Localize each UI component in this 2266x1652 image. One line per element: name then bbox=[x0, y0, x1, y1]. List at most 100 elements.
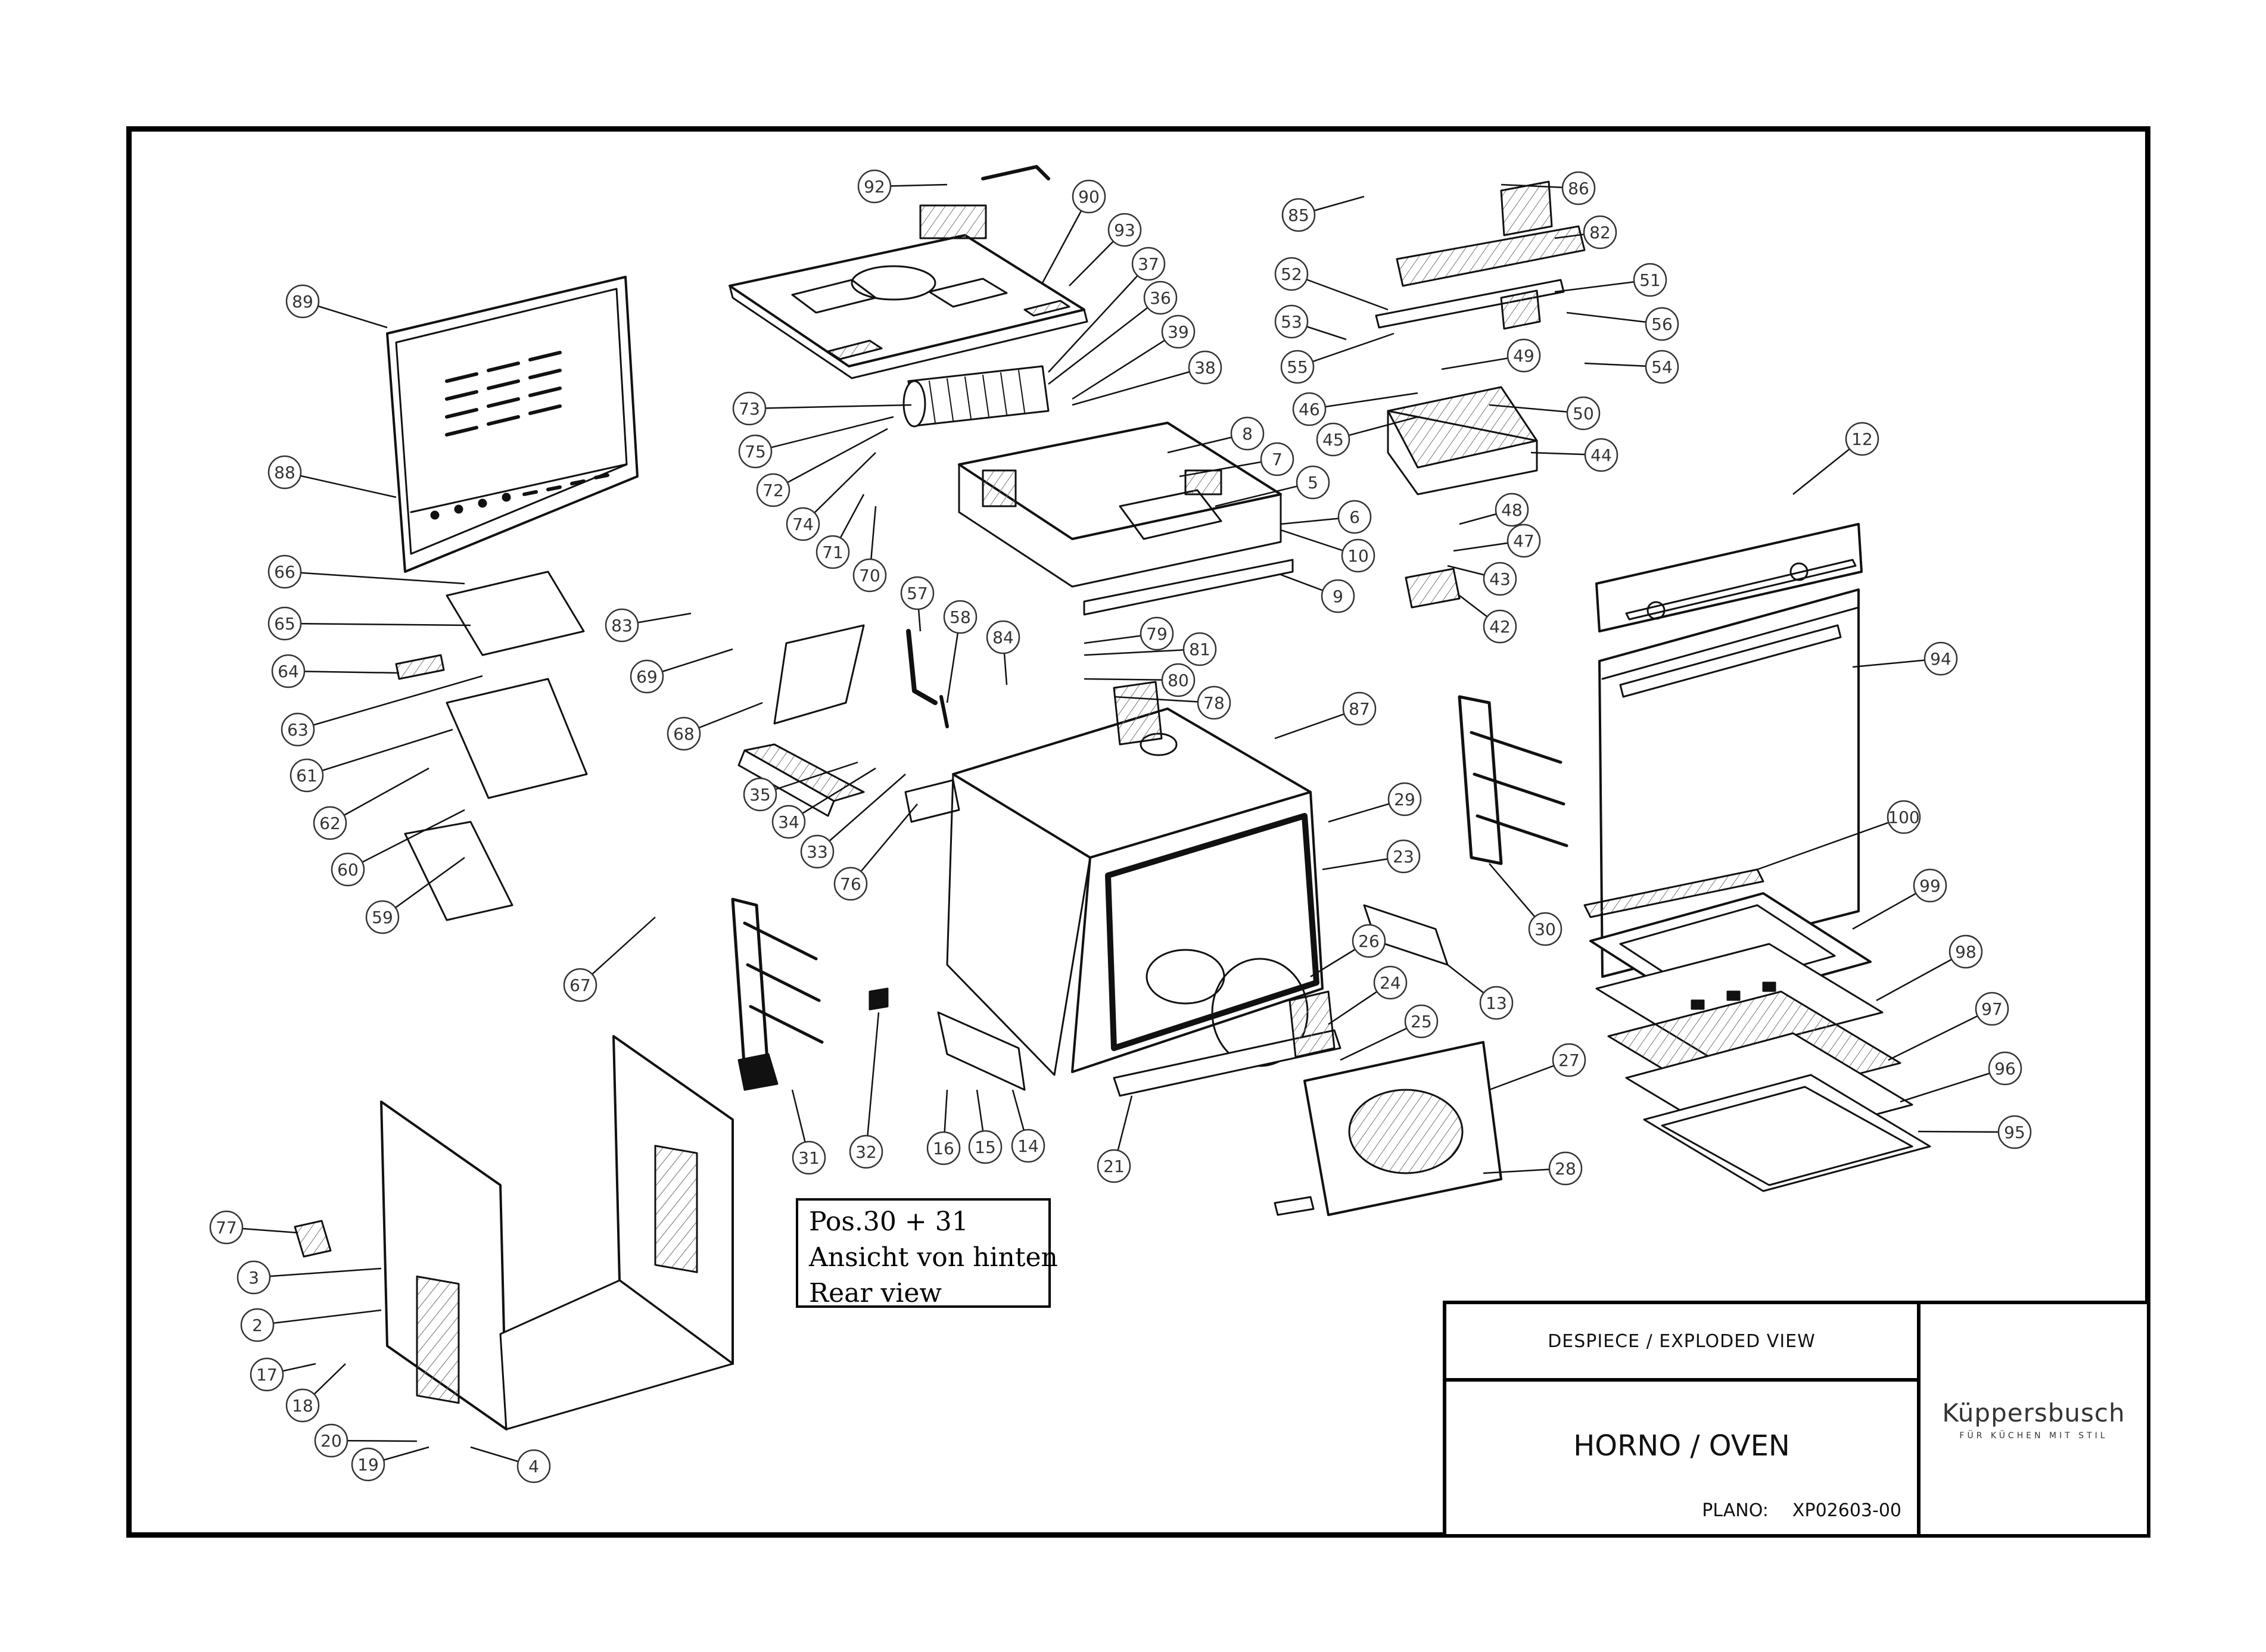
callout-67: 67 bbox=[563, 968, 597, 1002]
leader-line-98 bbox=[1876, 950, 1966, 1002]
callout-10: 10 bbox=[1341, 538, 1375, 573]
callout-label: 83 bbox=[611, 616, 633, 635]
callout-label: 45 bbox=[1322, 430, 1344, 450]
callout-49: 49 bbox=[1506, 338, 1541, 373]
leader-line-46 bbox=[1309, 392, 1418, 410]
callout-78: 78 bbox=[1197, 685, 1231, 720]
callout-label: 8 bbox=[1242, 424, 1253, 444]
callout-51: 51 bbox=[1633, 263, 1667, 297]
callout-3: 3 bbox=[236, 1260, 271, 1295]
callout-14: 14 bbox=[1011, 1129, 1045, 1163]
callout-label: 6 bbox=[1349, 507, 1360, 527]
callout-81: 81 bbox=[1182, 632, 1217, 666]
callout-label: 38 bbox=[1194, 358, 1216, 378]
leader-line-73 bbox=[749, 404, 912, 410]
callout-2: 2 bbox=[240, 1308, 275, 1342]
callout-label: 95 bbox=[2004, 1123, 2025, 1142]
callout-56: 56 bbox=[1645, 307, 1679, 341]
callout-43: 43 bbox=[1483, 562, 1517, 596]
callout-label: 33 bbox=[807, 842, 828, 862]
callout-label: 61 bbox=[296, 766, 318, 786]
leader-line-97 bbox=[1888, 1008, 1993, 1061]
callout-label: 20 bbox=[320, 1431, 342, 1451]
drawing-title: HORNO / OVEN bbox=[1573, 1429, 1790, 1463]
callout-20: 20 bbox=[314, 1423, 348, 1458]
leader-line-60 bbox=[347, 809, 465, 871]
leader-line-35 bbox=[760, 761, 858, 796]
note-english-line: Rear view bbox=[809, 1278, 942, 1308]
callout-label: 27 bbox=[1558, 1051, 1580, 1070]
callout-17: 17 bbox=[250, 1357, 284, 1392]
leader-line-39 bbox=[1072, 331, 1179, 400]
leader-line-38 bbox=[1072, 366, 1206, 406]
callout-89: 89 bbox=[285, 284, 320, 319]
brand-name: Küppersbusch bbox=[1942, 1398, 2125, 1427]
callout-label: 53 bbox=[1281, 312, 1302, 332]
callout-76: 76 bbox=[833, 866, 868, 901]
callout-label: 66 bbox=[274, 562, 295, 582]
callout-58: 58 bbox=[943, 600, 978, 634]
callout-12: 12 bbox=[1845, 422, 1879, 456]
callout-label: 47 bbox=[1513, 531, 1534, 551]
callout-label: 3 bbox=[248, 1268, 259, 1288]
callout-label: 81 bbox=[1189, 640, 1210, 659]
callout-69: 69 bbox=[630, 659, 664, 694]
drawing-border bbox=[126, 126, 2150, 1538]
leader-line-61 bbox=[306, 728, 453, 777]
callout-9: 9 bbox=[1321, 579, 1355, 613]
callout-74: 74 bbox=[786, 507, 820, 541]
callout-68: 68 bbox=[667, 716, 701, 751]
callout-label: 18 bbox=[292, 1396, 313, 1416]
callout-93: 93 bbox=[1107, 213, 1142, 247]
callout-99: 99 bbox=[1913, 868, 1947, 903]
callout-26: 26 bbox=[1352, 924, 1386, 958]
callout-96: 96 bbox=[1988, 1051, 2022, 1086]
callout-label: 62 bbox=[319, 813, 341, 833]
callout-label: 12 bbox=[1851, 429, 1873, 449]
callout-37: 37 bbox=[1131, 247, 1166, 281]
callout-label: 68 bbox=[673, 724, 695, 744]
callout-31: 31 bbox=[792, 1140, 826, 1175]
callout-47: 47 bbox=[1506, 523, 1541, 558]
leader-line-62 bbox=[329, 767, 429, 824]
leader-line-63 bbox=[297, 675, 483, 731]
callout-label: 17 bbox=[256, 1365, 278, 1385]
callout-label: 59 bbox=[372, 908, 393, 927]
callout-label: 32 bbox=[855, 1142, 877, 1162]
callout-82: 82 bbox=[1583, 215, 1617, 250]
callout-64: 64 bbox=[271, 654, 306, 688]
leader-line-59 bbox=[382, 856, 465, 918]
callout-94: 94 bbox=[1923, 641, 1958, 676]
callout-46: 46 bbox=[1292, 392, 1327, 426]
callout-label: 23 bbox=[1393, 847, 1414, 866]
leader-line-64 bbox=[288, 670, 400, 674]
callout-label: 24 bbox=[1380, 973, 1401, 993]
callout-62: 62 bbox=[313, 806, 347, 840]
callout-label: 88 bbox=[274, 463, 295, 482]
callout-label: 90 bbox=[1078, 187, 1100, 207]
callout-label: 48 bbox=[1501, 500, 1523, 520]
callout-39: 39 bbox=[1161, 314, 1196, 349]
callout-36: 36 bbox=[1143, 280, 1178, 315]
callout-85: 85 bbox=[1281, 198, 1316, 232]
note-position-line: Pos.30 + 31 bbox=[809, 1207, 969, 1237]
callout-66: 66 bbox=[267, 554, 302, 589]
callout-72: 72 bbox=[756, 473, 790, 507]
callout-label: 10 bbox=[1347, 546, 1369, 566]
callout-6: 6 bbox=[1337, 500, 1372, 534]
callout-30: 30 bbox=[1528, 912, 1562, 946]
callout-95: 95 bbox=[1997, 1115, 2032, 1149]
callout-61: 61 bbox=[290, 758, 324, 793]
leader-line-66 bbox=[284, 571, 465, 585]
callout-27: 27 bbox=[1552, 1043, 1586, 1077]
leader-line-88 bbox=[284, 471, 397, 498]
callout-label: 70 bbox=[859, 566, 880, 585]
callout-7: 7 bbox=[1260, 442, 1294, 476]
leader-line-96 bbox=[1900, 1067, 2006, 1103]
callout-label: 2 bbox=[252, 1316, 263, 1335]
callout-87: 87 bbox=[1342, 691, 1377, 726]
callout-label: 77 bbox=[216, 1218, 237, 1238]
callout-label: 82 bbox=[1589, 223, 1611, 242]
callout-label: 67 bbox=[569, 975, 591, 995]
